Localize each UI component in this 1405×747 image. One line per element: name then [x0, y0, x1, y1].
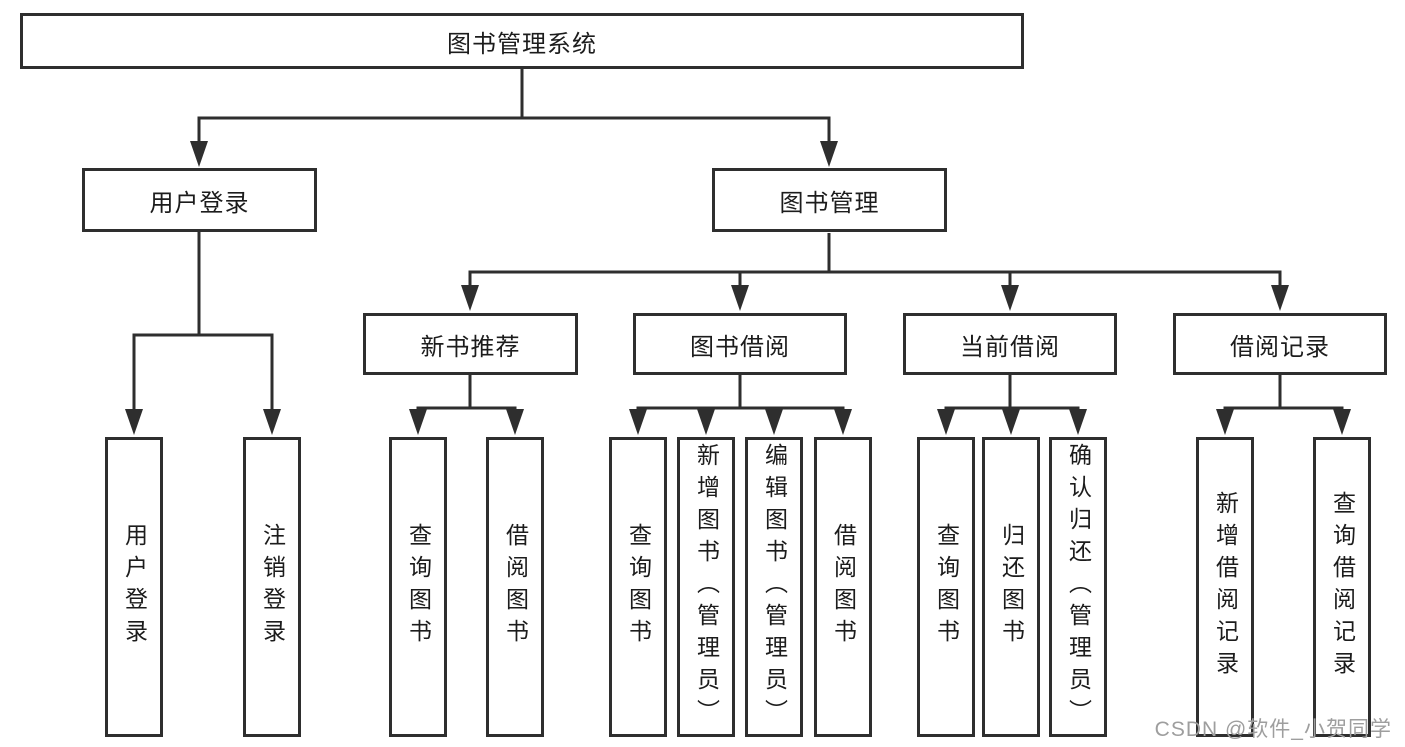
node-borrow-records: 借阅记录: [1173, 313, 1387, 375]
node-user-login: 用户登录: [82, 168, 317, 232]
leaf-query-books-current: 查询图书: [917, 437, 975, 737]
leaf-query-books-borrow: 查询图书: [609, 437, 667, 737]
leaf-borrow-books-recommend: 借阅图书: [486, 437, 544, 737]
leaf-confirm-return-admin: 确认归还（管理员）: [1049, 437, 1107, 737]
node-book-management: 图书管理: [712, 168, 947, 232]
leaf-edit-books-admin: 编辑图书（管理员）: [745, 437, 803, 737]
csdn-watermark: CSDN @软件_小贺同学: [1154, 718, 1392, 741]
leaf-query-books-recommend: 查询图书: [389, 437, 447, 737]
node-library-management-system: 图书管理系统: [20, 13, 1024, 69]
node-current-borrow: 当前借阅: [903, 313, 1117, 375]
leaf-user-login: 用户登录: [105, 437, 163, 737]
node-book-borrow: 图书借阅: [633, 313, 847, 375]
leaf-add-books-admin: 新增图书（管理员）: [677, 437, 735, 737]
leaf-query-borrow-record: 查询借阅记录: [1313, 437, 1371, 737]
leaf-return-books: 归还图书: [982, 437, 1040, 737]
node-new-book-recommend: 新书推荐: [363, 313, 578, 375]
leaf-add-borrow-record: 新增借阅记录: [1196, 437, 1254, 737]
leaf-logout: 注销登录: [243, 437, 301, 737]
leaf-borrow-books: 借阅图书: [814, 437, 872, 737]
